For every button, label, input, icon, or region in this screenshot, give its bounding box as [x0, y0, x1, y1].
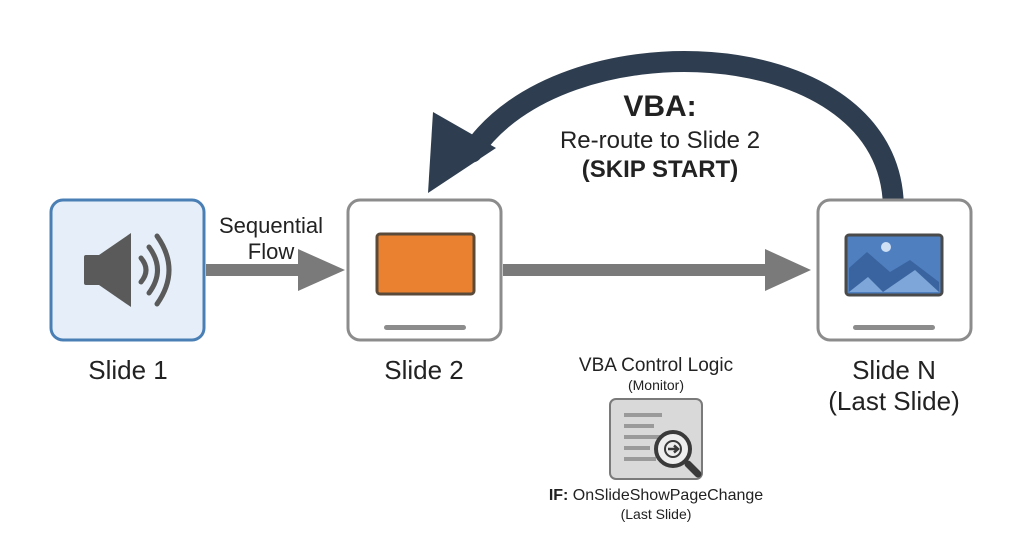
slide-n-footer-line — [853, 325, 935, 330]
reroute-arrowhead — [428, 112, 496, 193]
reroute-description: Re-route to Slide 2 — [560, 127, 760, 154]
slide-n-label: Slide N — [852, 355, 936, 385]
slide-n: Slide N (Last Slide) — [816, 198, 973, 416]
speaker-icon — [84, 233, 172, 307]
condition-detail: (Last Slide) — [621, 506, 692, 522]
slide-1-label: Slide 1 — [88, 355, 168, 385]
control-logic-subtitle: (Monitor) — [628, 377, 684, 393]
vba-control-logic: VBA Control Logic (Monitor) IF: OnSlideS… — [549, 355, 763, 522]
slide-2-label: Slide 2 — [384, 355, 464, 385]
sequential-flow-arrow — [206, 249, 345, 291]
sequential-flow-label-line2: Flow — [248, 239, 295, 264]
condition-event: OnSlideShowPageChange — [568, 487, 763, 504]
slide-2: Slide 2 — [346, 198, 503, 385]
reroute-skip-start: (SKIP START) — [582, 156, 738, 183]
sequential-flow-label-line1: Sequential — [219, 213, 323, 238]
reroute-title: VBA: — [623, 90, 696, 123]
control-logic-title: VBA Control Logic — [579, 355, 733, 376]
document-search-icon — [609, 398, 703, 480]
reroute-label: VBA: Re-route to Slide 2 (SKIP START) — [560, 90, 760, 183]
orange-content-block — [375, 232, 476, 296]
image-icon — [844, 233, 944, 297]
reroute-loop-arrow — [428, 51, 904, 209]
slide-n-sublabel: (Last Slide) — [828, 386, 960, 416]
reroute-arc — [461, 51, 904, 209]
slide-1: Slide 1 — [49, 198, 206, 385]
slide-2-to-slide-n-arrow — [503, 249, 811, 291]
slide-2-footer-line — [384, 325, 466, 330]
control-logic-condition: IF: OnSlideShowPageChange — [549, 487, 763, 504]
condition-prefix: IF: — [549, 487, 569, 504]
